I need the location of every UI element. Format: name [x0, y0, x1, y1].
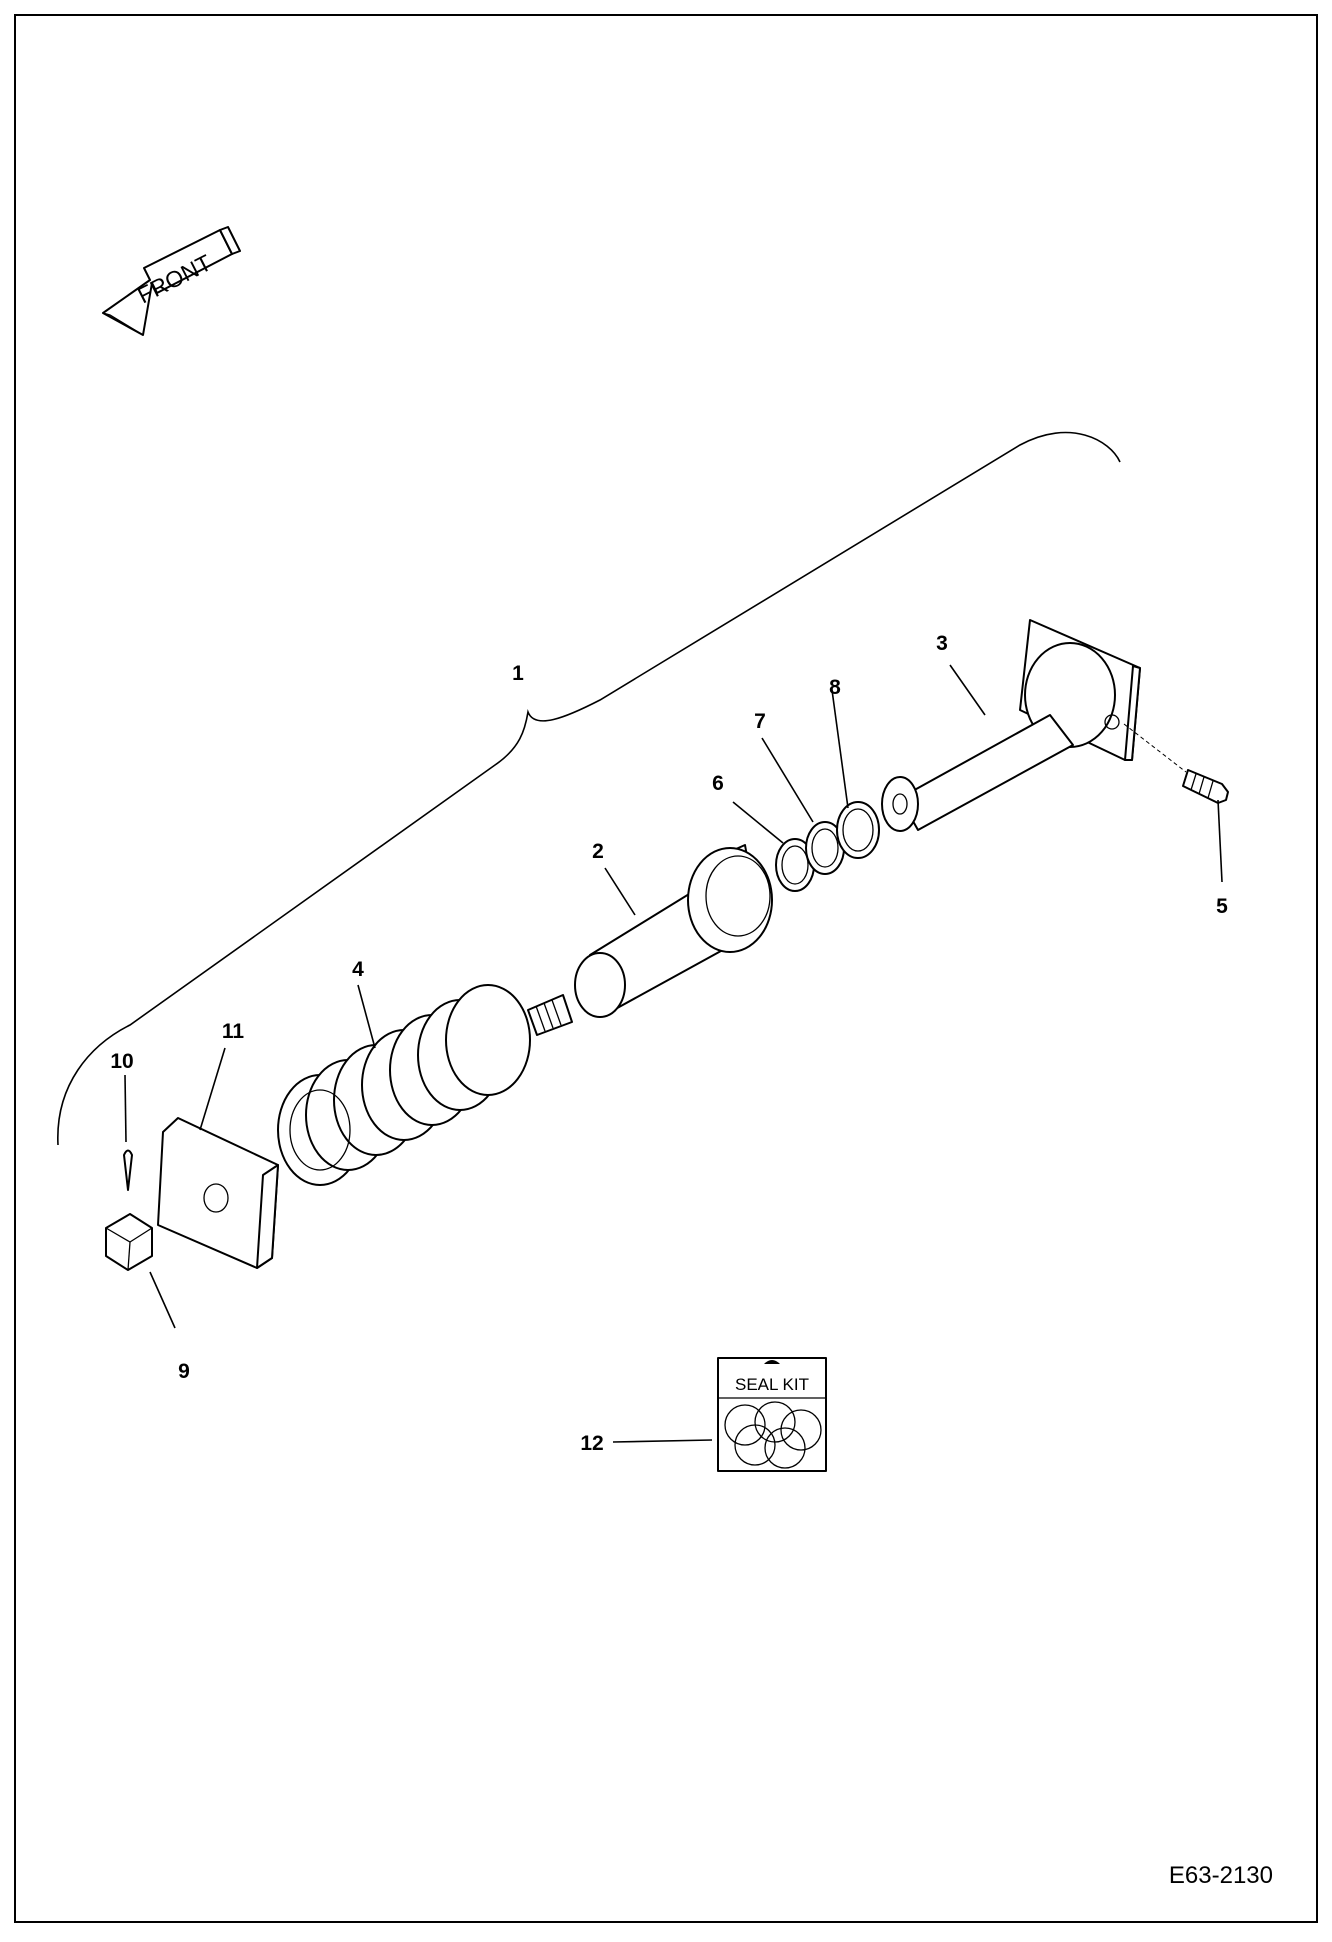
part-seal-8 — [836, 801, 880, 859]
part-plate-11 — [157, 1117, 279, 1269]
diagram-code: E63-2130 — [1169, 1862, 1273, 1889]
page-border — [14, 14, 1318, 1923]
part-castle-nut-9 — [105, 1213, 153, 1271]
callout-3: 3 — [936, 632, 948, 655]
callout-5: 5 — [1216, 895, 1228, 918]
callout-4: 4 — [352, 958, 364, 981]
part-spring-4 — [277, 984, 531, 1186]
callout-9: 9 — [178, 1360, 190, 1383]
callout-1: 1 — [512, 662, 524, 685]
front-arrow: FRONT — [102, 226, 241, 336]
leader-lines — [124, 664, 1223, 1443]
callout-2: 2 — [592, 840, 604, 863]
callout-8: 8 — [829, 676, 841, 699]
part-cylinder-3 — [881, 619, 1141, 832]
part-seal-kit-12: SEAL KIT — [717, 1357, 827, 1472]
seal-kit-label: SEAL KIT — [735, 1375, 809, 1394]
part-seal-7 — [805, 821, 845, 875]
callout-7: 7 — [754, 710, 766, 733]
callout-6: 6 — [712, 772, 724, 795]
part-cotter-pin-10 — [123, 1149, 133, 1191]
assembly-bracket — [57, 431, 1121, 1146]
callout-12: 12 — [580, 1432, 603, 1455]
callout-11: 11 — [222, 1020, 245, 1043]
part-rod-2 — [527, 844, 773, 1036]
part-grease-fitting-5 — [1123, 723, 1229, 804]
callout-10: 10 — [110, 1050, 133, 1073]
